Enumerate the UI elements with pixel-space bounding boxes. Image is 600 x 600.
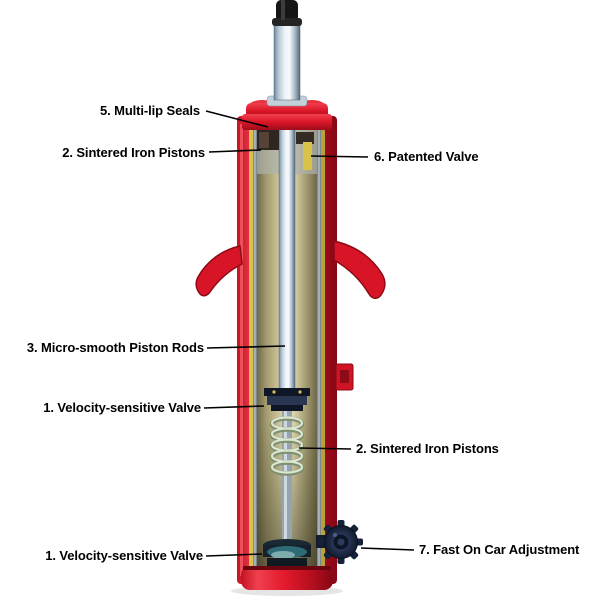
spring-perch-right-wing xyxy=(333,240,386,299)
leader-sintered-pistons-top xyxy=(208,149,262,153)
label-velocity-sensitive-valve-mid: 1. Velocity-sensitive Valve xyxy=(43,400,201,415)
bottom-cap xyxy=(241,566,333,590)
spring-perch-left-wing xyxy=(195,245,243,297)
label-multi-lip-seals: 5. Multi-lip Seals xyxy=(99,103,200,118)
label-micro-smooth-piston-rods: 3. Micro-smooth Piston Rods xyxy=(26,340,204,355)
leader-fast-adjustment xyxy=(360,547,415,551)
piston-valve-assembly xyxy=(264,388,310,411)
patented-valve-part xyxy=(303,142,312,170)
leader-multi-lip-seals xyxy=(205,110,269,128)
leader-lines xyxy=(203,110,415,557)
piston-rod-upper xyxy=(266,0,308,107)
leader-sintered-pistons-mid xyxy=(298,447,352,450)
valve-shim-strip-right xyxy=(321,128,325,574)
valve-shim-strip-left xyxy=(249,128,253,574)
inner-tube-wall-right xyxy=(317,128,321,574)
inner-tube-wall-left xyxy=(253,128,257,574)
spring-perch xyxy=(195,240,386,299)
label-patented-valve: 6. Patented Valve xyxy=(374,149,479,164)
piston-rod-inner xyxy=(278,123,296,395)
valve-spring xyxy=(269,416,305,476)
adjustment-knob-gear-icon xyxy=(316,520,363,564)
label-sintered-iron-pistons-top: 2. Sintered Iron Pistons xyxy=(62,145,205,160)
leader-velocity-valve-mid xyxy=(203,405,265,409)
label-fast-on-car-adjustment: 7. Fast On Car Adjustment xyxy=(419,542,580,557)
leader-patented-valve xyxy=(310,155,369,158)
leader-piston-rods xyxy=(206,345,286,349)
base-valve-assembly xyxy=(263,539,311,566)
rod-end-bushing xyxy=(272,0,302,26)
label-sintered-iron-pistons-mid: 2. Sintered Iron Pistons xyxy=(356,441,499,456)
side-bracket xyxy=(335,363,354,391)
label-velocity-sensitive-valve-bottom: 1. Velocity-sensitive Valve xyxy=(45,548,203,563)
piston-rod-lower xyxy=(282,411,292,545)
leader-velocity-valve-bottom xyxy=(205,553,263,557)
multi-lip-seal xyxy=(257,130,314,170)
